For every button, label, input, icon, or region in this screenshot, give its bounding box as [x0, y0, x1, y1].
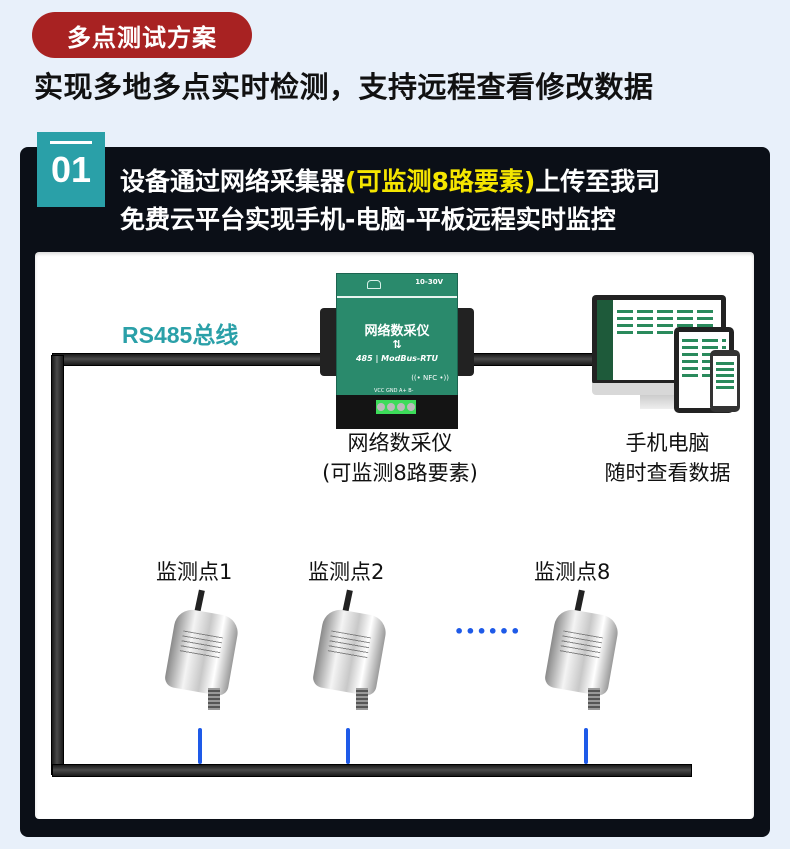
section-title: 多点测试方案 [67, 23, 217, 52]
step-badge: 01 [37, 132, 105, 207]
phone-screen [713, 356, 737, 406]
point-label-8: 监测点8 [534, 560, 611, 584]
terminal-block [376, 400, 416, 414]
more-points-ellipsis: •••••• [454, 622, 522, 641]
voltage-label: 10-30V [415, 278, 443, 286]
point-label-1: 监测点1 [156, 560, 233, 584]
sensor-8-icon [543, 589, 624, 720]
headline-line-2: 免费云平台实现手机-电脑-平板远程实时监控 [120, 205, 616, 234]
headline-text: 上传至我司 [535, 167, 661, 196]
clients-caption-line-1: 手机电脑 [625, 431, 710, 455]
headline-highlight: (可监测8路要素) [345, 167, 536, 196]
phone-icon [710, 350, 740, 412]
badge-number: 01 [50, 149, 92, 190]
clients-caption: 手机电脑 随时查看数据 [580, 428, 755, 488]
device-stripe [337, 296, 457, 298]
terminal-labels: VCC GND A+ B- [374, 388, 414, 394]
terminal-screw-icon [407, 403, 415, 411]
collector-caption-line-2: (可监测8路要素) [322, 461, 478, 485]
monitor-dashboard [613, 300, 721, 380]
collector-caption: 网络数采仪 (可监测8路要素) [300, 428, 500, 488]
clients-caption-line-2: 随时查看数据 [604, 461, 731, 485]
subtitle: 实现多地多点实时检测，支持远程查看修改数据 [34, 70, 654, 104]
bus-label: RS485总线 [122, 322, 239, 348]
point-label-2: 监测点2 [308, 560, 385, 584]
terminal-screw-icon [377, 403, 385, 411]
sensor-1-icon [163, 589, 244, 720]
terminal-screw-icon [397, 403, 405, 411]
headline-text: 设备通过网络采集器 [120, 167, 346, 196]
protocol-label: 485 | ModBus-RTU [355, 354, 438, 363]
headline-line-1: 设备通过网络采集器(可监测8路要素)上传至我司 [120, 163, 660, 201]
bus-cable-bottom [52, 764, 692, 777]
collector-caption-line-1: 网络数采仪 [347, 431, 453, 455]
device-name: 网络数采仪 [364, 324, 430, 339]
sensor-8-drop-line [584, 728, 588, 764]
section-title-pill: 多点测试方案 [32, 12, 252, 58]
sensor-1-drop-line [198, 728, 202, 764]
sensor-2-icon [311, 589, 392, 720]
badge-bar [50, 141, 92, 144]
transfer-arrows-icon: ⇅ [392, 338, 402, 351]
network-data-collector: 10-30V 网络数采仪 ⇅ 485 | ModBus-RTU ((• NFC … [336, 273, 458, 403]
terminal-screw-icon [387, 403, 395, 411]
monitor-stand [640, 395, 676, 409]
monitor-sidebar [597, 300, 613, 380]
nfc-icon: ((• NFC •)) [411, 374, 449, 382]
ethernet-port-icon [367, 280, 381, 289]
sensor-2-drop-line [346, 728, 350, 764]
headline: 设备通过网络采集器(可监测8路要素)上传至我司 免费云平台实现手机-电脑-平板远… [120, 163, 660, 239]
bus-cable-left [51, 355, 64, 775]
